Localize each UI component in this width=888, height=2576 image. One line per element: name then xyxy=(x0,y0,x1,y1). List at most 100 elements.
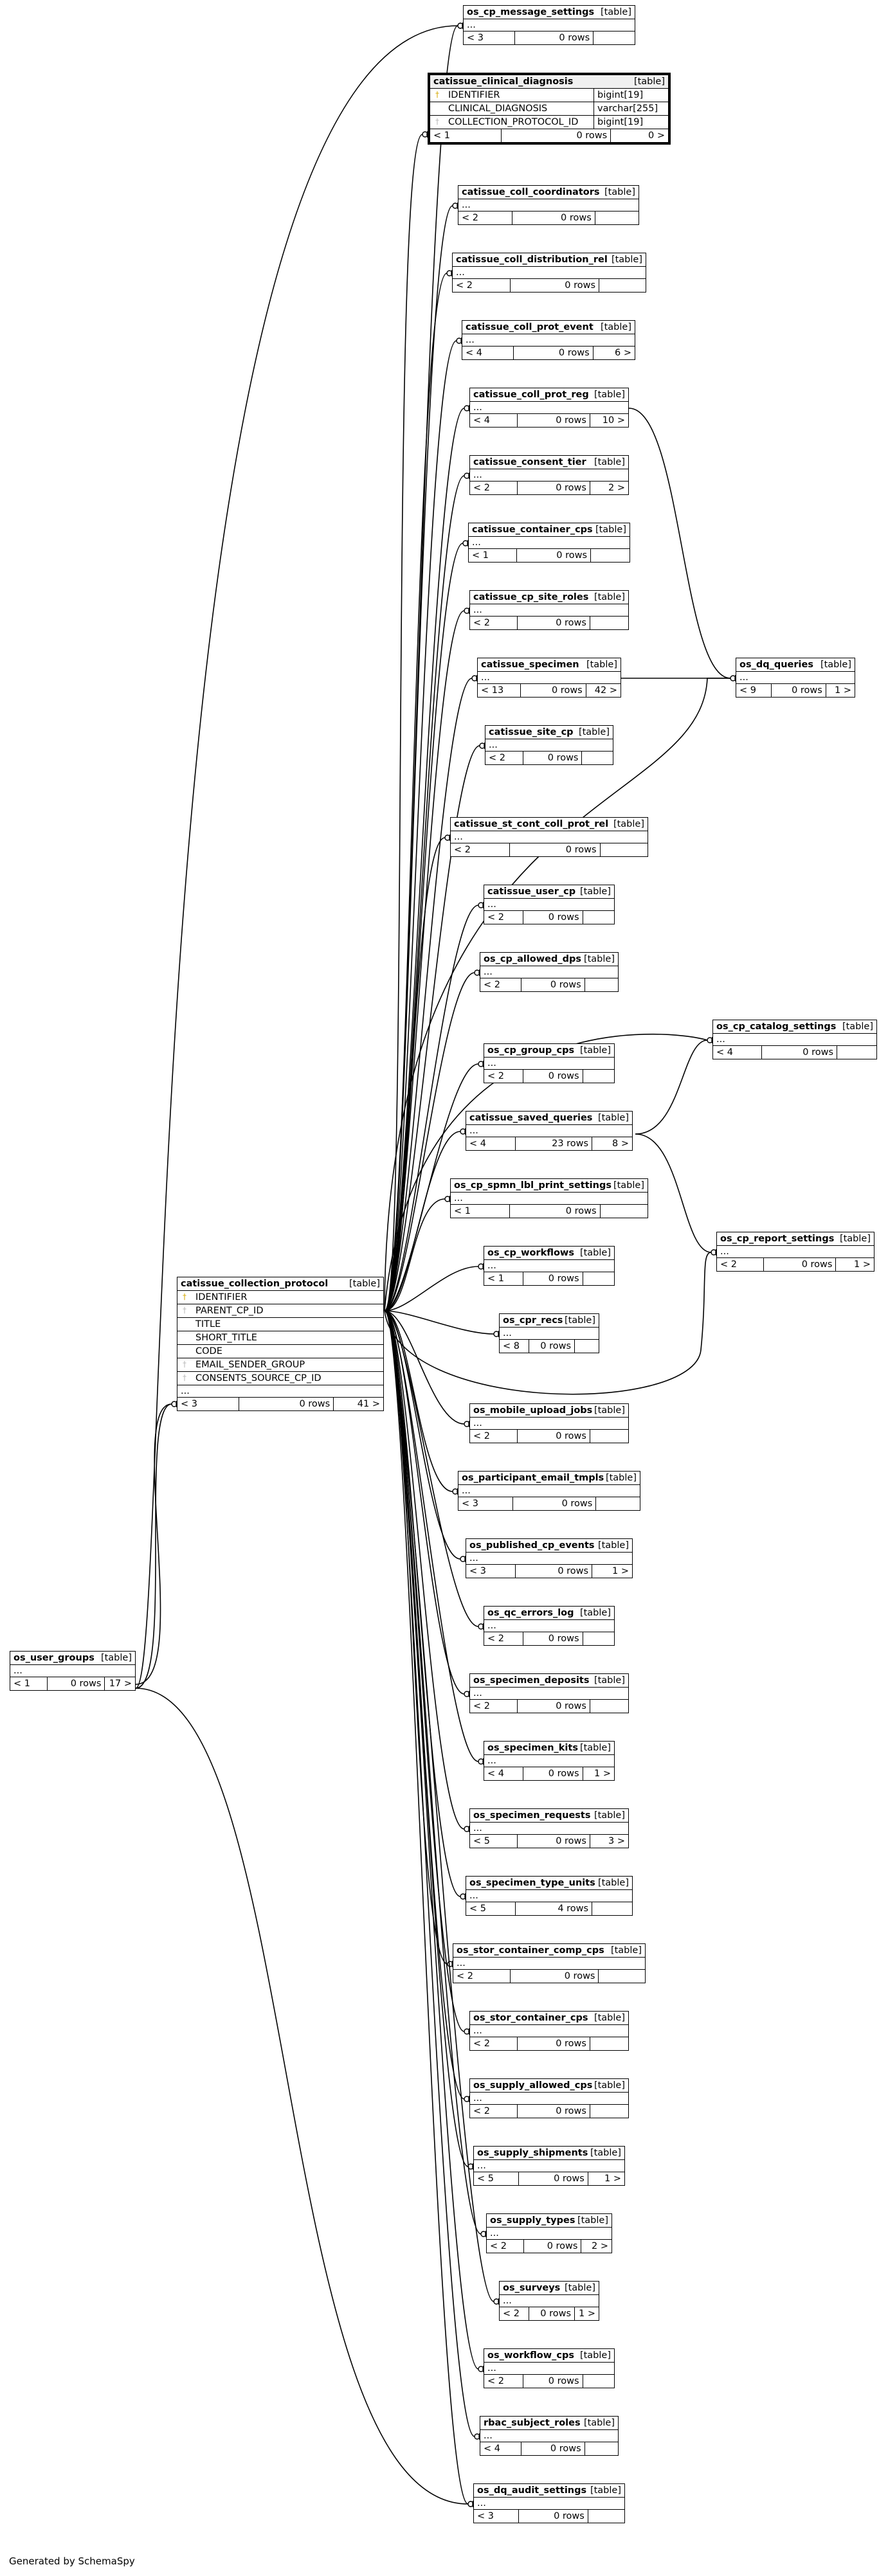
table-header[interactable]: catissue_st_cont_coll_prot_rel[table] xyxy=(451,818,648,831)
children-count[interactable] xyxy=(583,1272,614,1285)
table-header[interactable]: os_specimen_type_units[table] xyxy=(466,1877,632,1890)
table-name[interactable]: os_cp_group_cps xyxy=(487,1045,575,1056)
parents-count[interactable]: < 3 xyxy=(464,32,515,44)
column-row[interactable]: SHORT_TITLE xyxy=(177,1331,383,1345)
table-header[interactable]: os_cp_catalog_settings[table] xyxy=(713,1020,876,1034)
table-header[interactable]: catissue_coll_distribution_rel[table] xyxy=(453,253,646,267)
children-count[interactable] xyxy=(592,1902,632,1915)
table-header[interactable]: os_specimen_kits[table] xyxy=(484,1742,614,1755)
column-row[interactable]: TITLE xyxy=(177,1318,383,1331)
table-header[interactable]: catissue_user_cp[table] xyxy=(484,885,614,899)
children-count[interactable]: 1 > xyxy=(835,685,851,696)
children-count[interactable]: 0 > xyxy=(648,131,665,141)
children-count[interactable] xyxy=(583,2375,614,2388)
parents-count[interactable]: < 4 xyxy=(470,414,518,427)
table-name[interactable]: catissue_consent_tier xyxy=(473,457,586,467)
column-row[interactable]: †IDENTIFIER xyxy=(177,1291,383,1304)
table-name[interactable]: catissue_saved_queries xyxy=(469,1113,593,1123)
parents-count[interactable]: < 2 xyxy=(484,1070,523,1083)
children-count[interactable]: 3 > xyxy=(608,1836,625,1846)
table-header[interactable]: os_cp_workflows[table] xyxy=(484,1247,614,1260)
table-name[interactable]: catissue_user_cp xyxy=(487,887,576,897)
table-name[interactable]: catissue_specimen xyxy=(481,660,579,670)
children-count[interactable] xyxy=(590,1700,628,1713)
parents-count[interactable]: < 1 xyxy=(484,1272,523,1285)
parents-count[interactable]: < 2 xyxy=(453,279,511,292)
table-header[interactable]: os_qc_errors_log[table] xyxy=(484,1607,614,1620)
children-count[interactable] xyxy=(590,1430,628,1443)
table-header[interactable]: os_cp_spmn_lbl_print_settings[table] xyxy=(451,1179,648,1193)
table-header[interactable]: os_cp_message_settings[table] xyxy=(464,6,635,19)
table-name[interactable]: os_cp_spmn_lbl_print_settings xyxy=(454,1180,612,1191)
table-header[interactable]: os_cp_group_cps[table] xyxy=(484,1044,614,1058)
parents-count[interactable]: < 2 xyxy=(470,1430,518,1443)
parents-count[interactable]: < 4 xyxy=(713,1046,763,1059)
children-count[interactable] xyxy=(585,978,618,991)
children-count[interactable]: 41 > xyxy=(357,1399,380,1409)
column-row[interactable]: CODE xyxy=(177,1345,383,1358)
table-name[interactable]: catissue_site_cp xyxy=(489,727,574,737)
parents-count[interactable]: < 2 xyxy=(487,2240,525,2253)
parents-count[interactable]: < 1 xyxy=(469,549,517,562)
parents-count[interactable]: < 2 xyxy=(470,2037,518,2050)
table-name[interactable]: os_qc_errors_log xyxy=(487,1608,574,1618)
table-header[interactable]: os_supply_shipments[table] xyxy=(474,2147,624,2160)
table-name[interactable]: catissue_coll_prot_event xyxy=(466,322,594,332)
parents-count[interactable]: < 2 xyxy=(717,1258,765,1271)
children-count[interactable] xyxy=(599,1970,645,1983)
table-name[interactable]: os_supply_types xyxy=(490,2215,575,2226)
column-row[interactable]: †PARENT_CP_ID xyxy=(177,1304,383,1318)
table-node[interactable]: catissue_clinical_diagnosis[table]†IDENT… xyxy=(428,73,671,145)
parents-count[interactable]: < 2 xyxy=(453,1970,511,1983)
parents-count[interactable]: < 2 xyxy=(470,2105,518,2118)
table-name[interactable]: os_surveys xyxy=(503,2283,561,2293)
parents-count[interactable]: < 2 xyxy=(485,752,524,764)
children-count[interactable] xyxy=(837,1046,876,1059)
parents-count[interactable]: < 4 xyxy=(466,1137,516,1150)
table-header[interactable]: catissue_site_cp[table] xyxy=(485,726,613,739)
table-name[interactable]: os_cp_allowed_dps xyxy=(484,954,582,964)
table-header[interactable]: os_supply_types[table] xyxy=(487,2214,612,2228)
table-name[interactable]: catissue_cp_site_roles xyxy=(473,592,589,602)
table-header[interactable]: os_mobile_upload_jobs[table] xyxy=(470,1404,628,1418)
parents-count[interactable]: < 1 xyxy=(430,129,502,142)
children-count[interactable]: 1 > xyxy=(579,2309,595,2319)
table-header[interactable]: os_cp_report_settings[table] xyxy=(717,1232,874,1246)
table-header[interactable]: os_specimen_requests[table] xyxy=(470,1809,628,1823)
parents-count[interactable]: < 1 xyxy=(10,1677,48,1690)
children-count[interactable]: 42 > xyxy=(594,685,617,696)
table-name[interactable]: os_participant_email_tmpls xyxy=(462,1473,604,1483)
parents-count[interactable]: < 4 xyxy=(462,347,514,359)
table-name[interactable]: catissue_coll_prot_reg xyxy=(473,390,589,400)
table-header[interactable]: os_supply_allowed_cps[table] xyxy=(470,2079,628,2093)
parents-count[interactable]: < 9 xyxy=(736,684,772,697)
parents-count[interactable]: < 3 xyxy=(458,1497,513,1510)
table-node[interactable]: os_cp_spmn_lbl_print_settings[table]...<… xyxy=(450,1178,648,1218)
table-header[interactable]: os_dq_audit_settings[table] xyxy=(474,2484,624,2498)
children-count[interactable] xyxy=(583,1070,614,1083)
table-header[interactable]: rbac_subject_roles[table] xyxy=(480,2417,618,2430)
table-name[interactable]: os_supply_shipments xyxy=(477,2148,588,2158)
children-count[interactable]: 1 > xyxy=(854,1259,871,1270)
